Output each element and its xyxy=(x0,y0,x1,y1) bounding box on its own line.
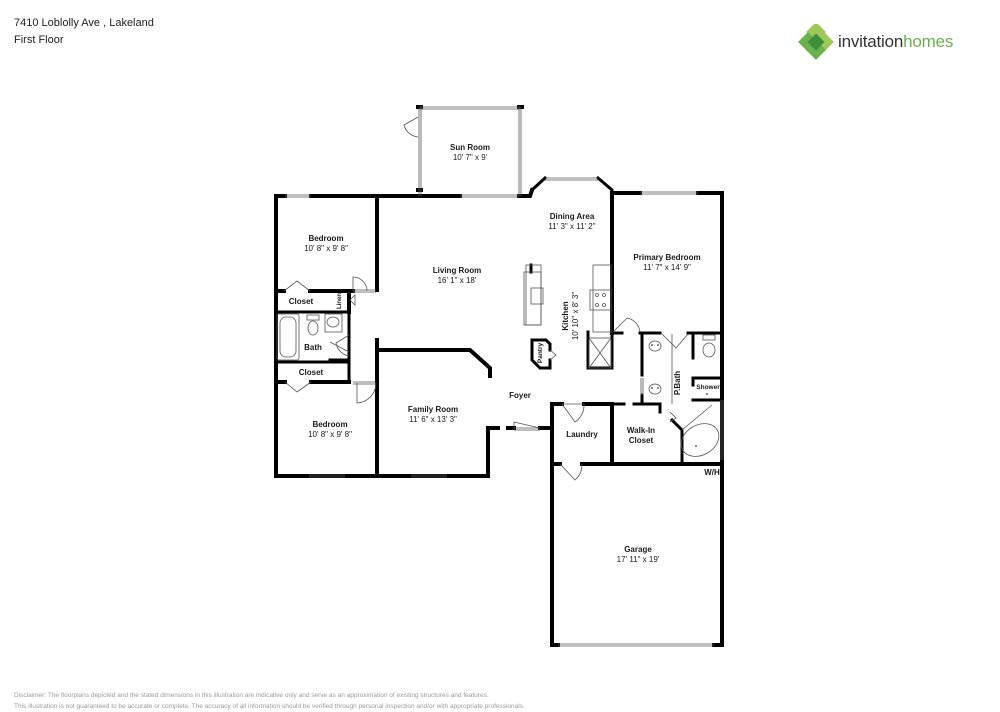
room-pantry: Pantry xyxy=(537,342,544,364)
floor-label: First Floor xyxy=(14,34,64,46)
disclaimer: Disclaimer: The floorplans depicted and … xyxy=(14,692,525,710)
room-laundry: Laundry xyxy=(566,430,598,439)
logo-wordmark: invitationhomes xyxy=(838,32,954,51)
room-closet-top: Closet xyxy=(288,297,314,306)
room-foyer: Foyer xyxy=(509,391,531,400)
room-family-room: Family Room 11' 6" x 13' 3" xyxy=(407,405,459,424)
logo-mark-icon xyxy=(798,24,834,60)
room-closet-bottom: Closet xyxy=(298,368,324,377)
room-walk-in-closet: Walk-In Closet xyxy=(626,426,656,445)
room-bedroom-bottom: Bedroom 10' 8" x 9' 8" xyxy=(308,420,352,439)
property-address: 7410 Loblolly Ave , Lakeland xyxy=(14,17,154,29)
room-shower: Shower xyxy=(696,384,720,391)
room-linen: Linen xyxy=(337,293,343,309)
invitation-homes-logo: invitationhomes xyxy=(798,24,953,60)
room-sun-room: Sun Room 10' 7" x 9' xyxy=(450,143,490,162)
room-living-room: Living Room 16' 1" x 18' xyxy=(432,266,482,285)
room-kitchen: Kitchen 10' 10" x 8' 3" xyxy=(561,291,580,341)
property-header: 7410 Loblolly Ave , Lakeland First Floor xyxy=(14,15,154,49)
water-heater-label: W/H xyxy=(704,468,720,477)
room-primary-bedroom: Primary Bedroom 11' 7" x 14' 9" xyxy=(633,253,701,272)
room-bath: Bath xyxy=(304,343,322,352)
room-bedroom-top: Bedroom 10' 8" x 9' 8" xyxy=(304,234,348,253)
room-garage: Garage 17' 11" x 19' xyxy=(616,545,660,564)
room-p-bath: P.Bath xyxy=(673,370,682,396)
room-dining-area: Dining Area 11' 3" x 11' 2" xyxy=(548,212,596,231)
